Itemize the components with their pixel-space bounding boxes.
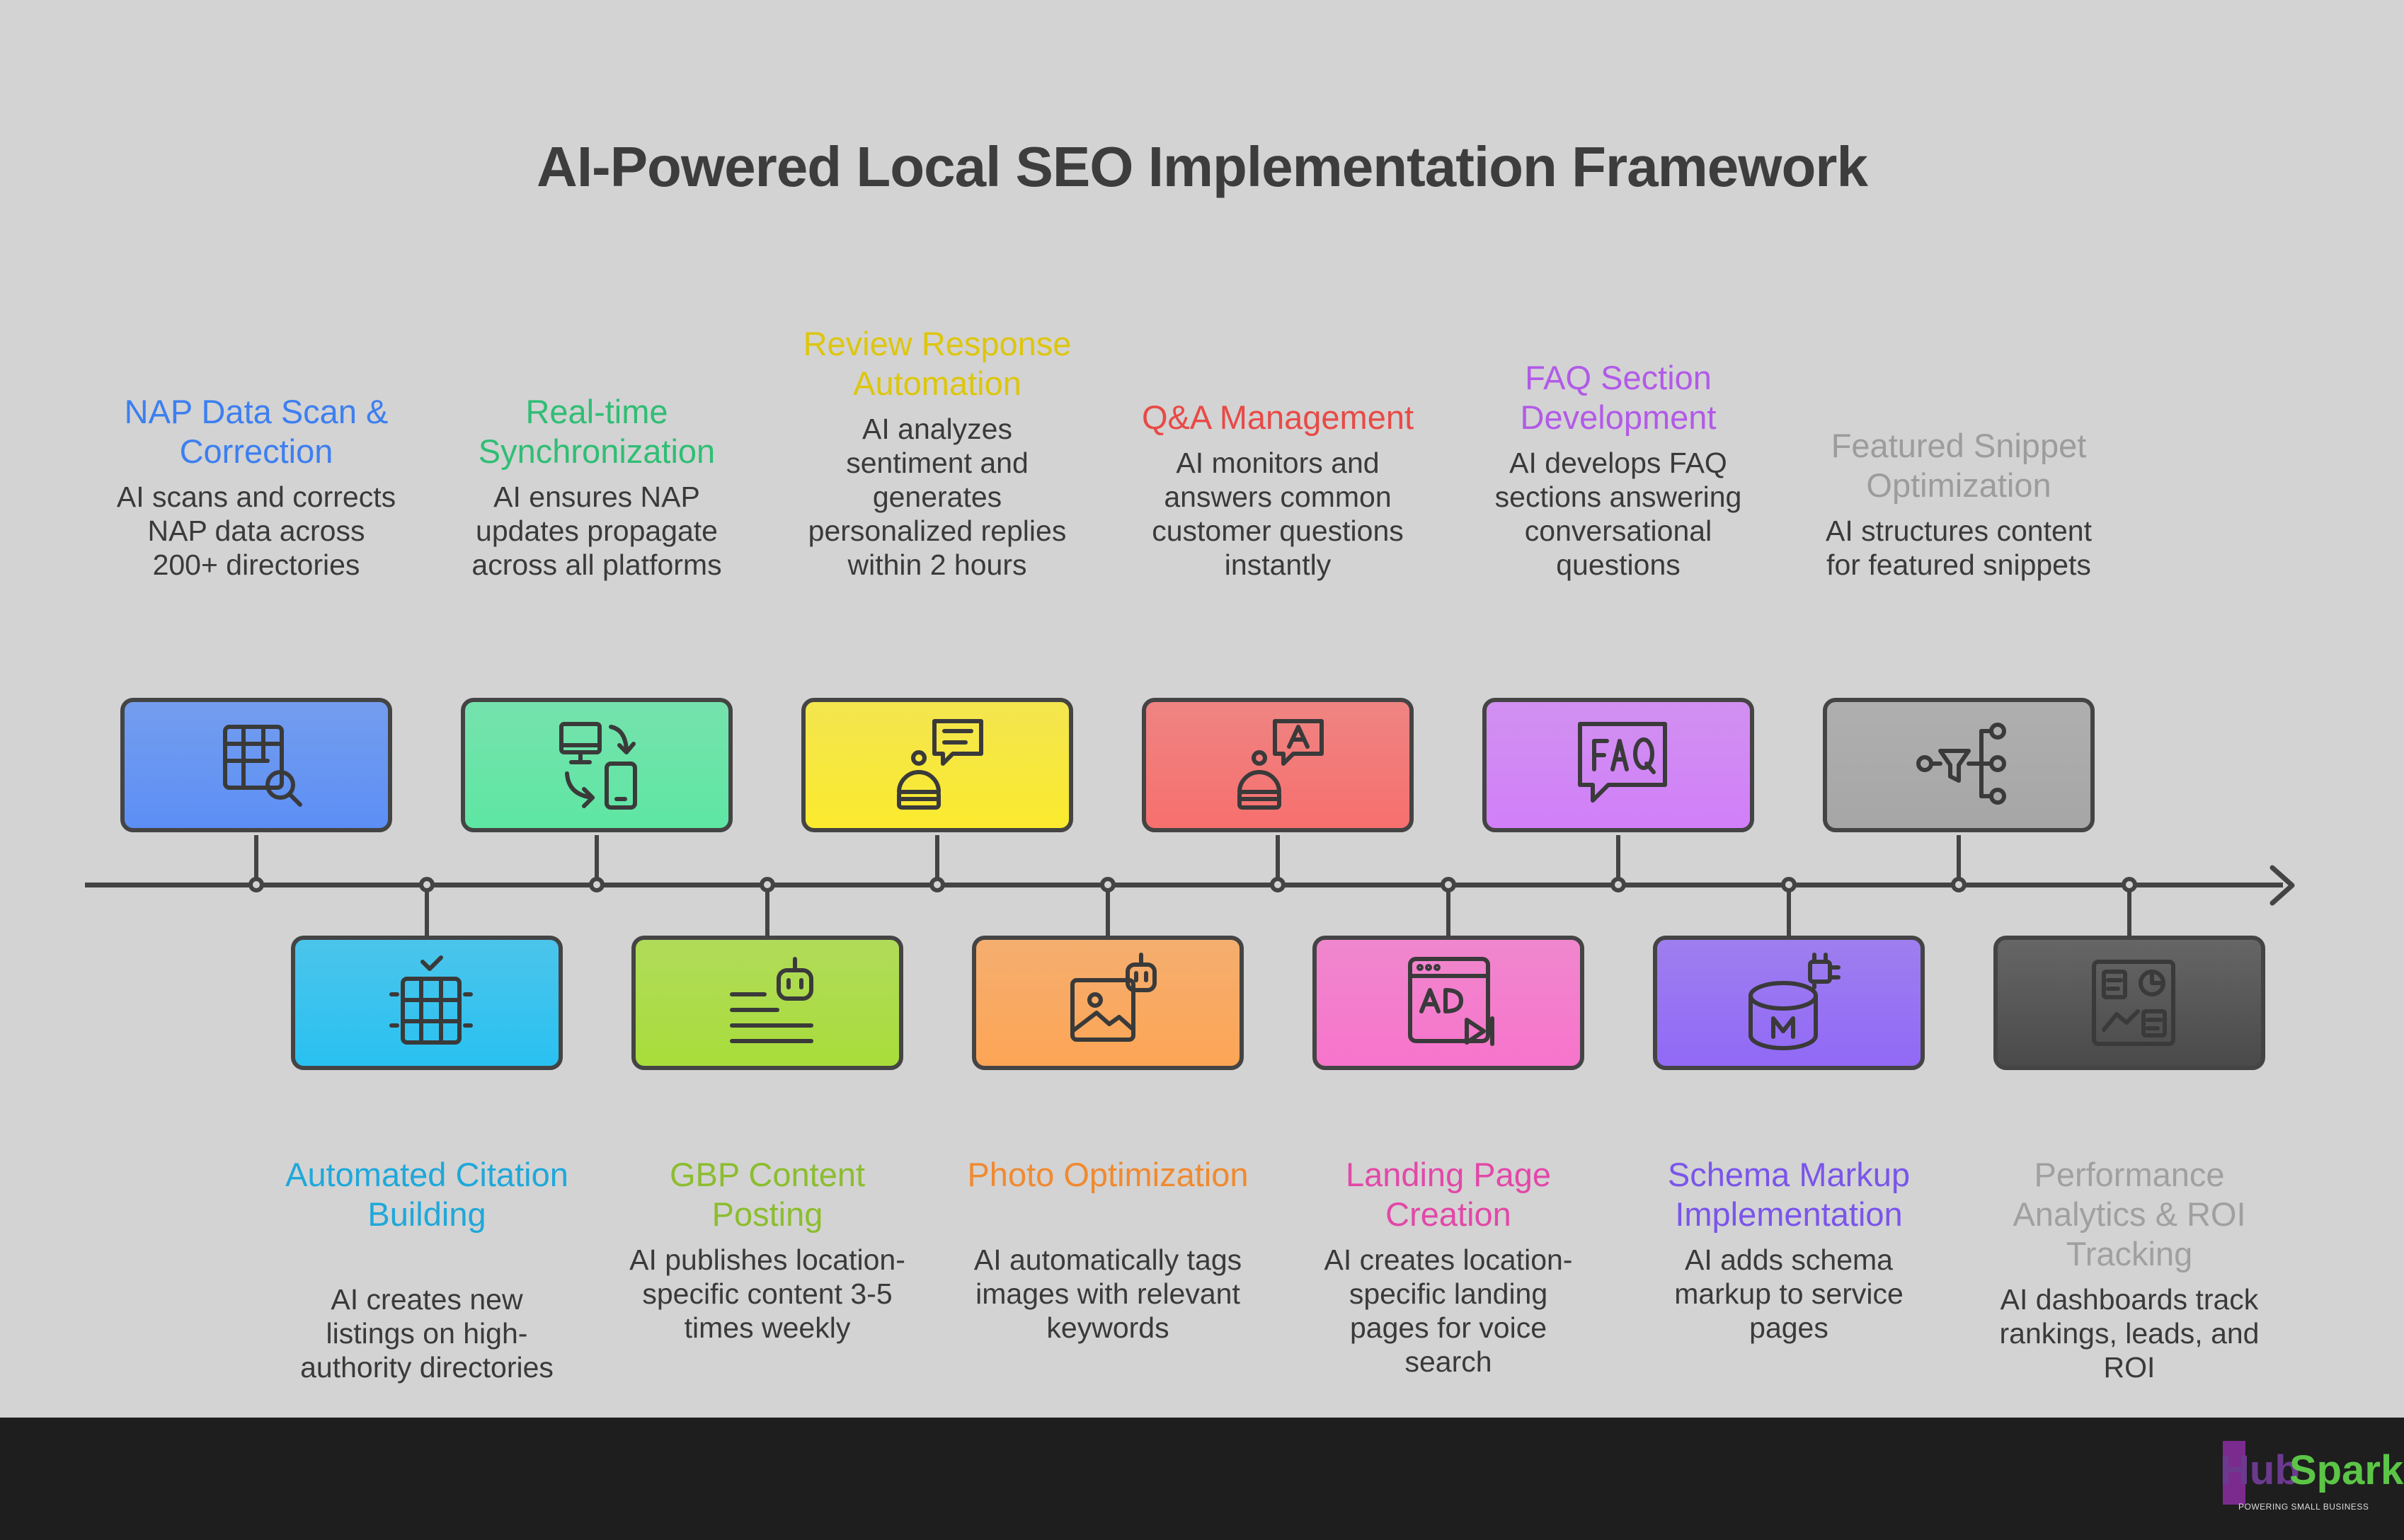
- timeline-node: [1441, 877, 1456, 892]
- logo-text-hub: Hub: [2220, 1447, 2300, 1493]
- timeline-axis: [85, 883, 2283, 887]
- step-card-nap-data-scan-and-correction: [120, 698, 392, 832]
- step-card-landing-page-creation: [1312, 936, 1584, 1070]
- timeline-connector: [595, 835, 599, 878]
- logo-mark: [2223, 1441, 2245, 1505]
- timeline-node: [248, 877, 264, 892]
- timeline-connector: [1106, 892, 1110, 936]
- browser-ad-icon: [1408, 957, 1494, 1046]
- step-description: AI automatically tags images with releva…: [973, 1243, 1242, 1344]
- step-card-featured-snippet-optimization: [1823, 698, 2095, 832]
- step-title: Featured Snippet Optimization: [1831, 427, 2087, 504]
- step-card-schema-markup-implementation: [1653, 936, 1925, 1070]
- logo-text-spark: Spark: [2289, 1447, 2404, 1493]
- page-title: AI-Powered Local SEO Implementation Fram…: [537, 135, 1868, 198]
- bot-chat-icon: [897, 719, 983, 810]
- hubspark-logo: Hub Spark POWERING SMALL BUSINESS: [2220, 1437, 2403, 1522]
- timeline-connector: [254, 835, 258, 878]
- step-description: AI dashboards track rankings, leads, and…: [1999, 1283, 2260, 1384]
- step-description: AI publishes location-specific content 3…: [629, 1243, 905, 1344]
- step-title: Review Response Automation: [803, 325, 1072, 402]
- step-title: Q&A Management: [1141, 398, 1414, 436]
- timeline-arrowhead-icon: [2270, 865, 2295, 906]
- step-title: Performance Analytics & ROI Tracking: [2013, 1156, 2246, 1272]
- timeline-connector: [1276, 835, 1280, 878]
- step-description: AI analyzes sentiment and generates pers…: [808, 413, 1067, 581]
- step-card-review-response-automation: [801, 698, 1073, 832]
- timeline-connector: [765, 892, 769, 936]
- image-bot-icon: [1070, 953, 1157, 1042]
- bot-answer-icon: [1237, 719, 1324, 810]
- step-description: AI scans and corrects NAP data across 20…: [116, 481, 396, 581]
- timeline-connector: [425, 892, 429, 936]
- timeline-connector: [2127, 892, 2131, 936]
- timeline-connector: [935, 835, 939, 878]
- timeline-connector: [1616, 835, 1620, 878]
- timeline-node: [1951, 877, 1967, 892]
- timeline-node: [589, 877, 605, 892]
- step-description: AI creates location-specific landing pag…: [1324, 1243, 1573, 1378]
- timeline-node: [1610, 877, 1626, 892]
- timeline-node: [1781, 877, 1797, 892]
- step-description: AI monitors and answers common customer …: [1152, 447, 1404, 581]
- timeline-node: [760, 877, 775, 892]
- timeline-node: [419, 877, 435, 892]
- step-title: Landing Page Creation: [1345, 1156, 1552, 1233]
- timeline-connector: [1957, 835, 1961, 878]
- step-card-automated-citation-building: [291, 936, 563, 1070]
- step-card-gbp-content-posting: [631, 936, 903, 1070]
- step-title: Schema Markup Implementation: [1667, 1156, 1911, 1233]
- step-card-faq-section-development: [1482, 698, 1754, 832]
- timeline-connector: [1787, 892, 1791, 936]
- faq-bubble-icon: [1578, 722, 1667, 803]
- step-title: Photo Optimization: [967, 1156, 1249, 1193]
- dashboard-report-icon: [2092, 960, 2175, 1046]
- funnel-flow-icon: [1916, 723, 2006, 805]
- step-title: GBP Content Posting: [669, 1156, 866, 1233]
- step-title: NAP Data Scan & Correction: [124, 393, 389, 470]
- devices-sync-icon: [559, 722, 637, 810]
- timeline-connector: [1446, 892, 1450, 936]
- table-search-icon: [223, 725, 302, 807]
- step-card-real-time-synchronization: [461, 698, 733, 832]
- database-chip-icon: [1748, 953, 1841, 1050]
- step-card-qanda-management: [1142, 698, 1414, 832]
- timeline-node: [2122, 877, 2137, 892]
- step-card-photo-optimization: [972, 936, 1244, 1070]
- step-description: AI develops FAQ sections answering conve…: [1494, 447, 1742, 581]
- step-description: AI structures content for featured snipp…: [1825, 515, 2092, 581]
- database-check-icon: [389, 955, 473, 1045]
- step-title: FAQ Section Development: [1520, 359, 1717, 436]
- footer-bar: Hub Spark POWERING SMALL BUSINESS: [0, 1418, 2404, 1540]
- step-card-performance-analytics-and-roi-tracking: [1993, 936, 2265, 1070]
- timeline-node: [929, 877, 945, 892]
- step-title: Real-time Synchronization: [478, 393, 716, 470]
- bot-text-icon: [730, 957, 813, 1043]
- step-description: AI creates new listings on high-authorit…: [300, 1283, 554, 1384]
- step-description: AI ensures NAP updates propagate across …: [471, 481, 722, 581]
- step-description: AI adds schema markup to service pages: [1674, 1243, 1904, 1344]
- timeline-node: [1270, 877, 1286, 892]
- step-title: Automated Citation Building: [285, 1156, 568, 1233]
- timeline-node: [1100, 877, 1116, 892]
- logo-tagline: POWERING SMALL BUSINESS: [2238, 1502, 2369, 1512]
